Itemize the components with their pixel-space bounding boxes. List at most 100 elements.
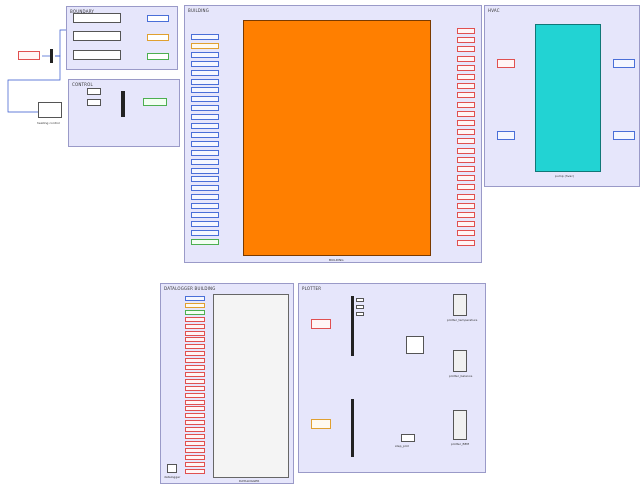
from-block[interactable] bbox=[191, 34, 219, 40]
from-block[interactable] bbox=[185, 371, 205, 377]
from-block[interactable] bbox=[185, 316, 205, 322]
from-block[interactable] bbox=[497, 59, 515, 68]
subsystem-building[interactable]: BUILDING BUILDING bbox=[184, 5, 482, 263]
from-block[interactable] bbox=[311, 419, 331, 429]
boundary-block-3[interactable] bbox=[73, 50, 121, 60]
from-block[interactable] bbox=[191, 185, 219, 192]
goto-block[interactable] bbox=[457, 110, 475, 117]
goto-block[interactable] bbox=[457, 193, 475, 200]
from-block[interactable] bbox=[185, 440, 205, 446]
goto-block[interactable] bbox=[457, 64, 475, 71]
from-block[interactable] bbox=[185, 399, 205, 405]
selector-block[interactable] bbox=[356, 305, 364, 309]
from-block[interactable] bbox=[185, 344, 205, 350]
goto-block[interactable] bbox=[147, 34, 169, 41]
from-block[interactable] bbox=[185, 323, 205, 329]
from-block[interactable] bbox=[191, 87, 219, 94]
boundary-block-2[interactable] bbox=[73, 31, 121, 41]
from-block[interactable] bbox=[191, 131, 219, 138]
from-block[interactable] bbox=[185, 337, 205, 343]
selector-block[interactable] bbox=[356, 298, 364, 302]
subsystem-boundary[interactable]: BOUNDARY bbox=[66, 6, 178, 70]
from-block[interactable] bbox=[185, 296, 205, 301]
from-block[interactable] bbox=[185, 365, 205, 370]
from-block[interactable] bbox=[191, 140, 219, 147]
from-block[interactable] bbox=[191, 51, 219, 58]
goto-block[interactable] bbox=[457, 46, 475, 53]
from-block[interactable] bbox=[191, 69, 219, 76]
goto-block[interactable] bbox=[457, 230, 475, 237]
goto-block[interactable] bbox=[457, 138, 475, 145]
goto-block[interactable] bbox=[457, 184, 475, 191]
goto-block[interactable] bbox=[613, 59, 635, 68]
scope-bem[interactable] bbox=[453, 410, 467, 440]
from-block[interactable] bbox=[185, 309, 205, 315]
goto-block[interactable] bbox=[613, 131, 635, 140]
heating-control-block[interactable] bbox=[38, 102, 62, 118]
goto-block[interactable] bbox=[457, 166, 475, 172]
goto-block[interactable] bbox=[457, 74, 475, 80]
from-block[interactable] bbox=[191, 114, 219, 121]
datalogger-block[interactable] bbox=[213, 294, 289, 478]
goto-block[interactable] bbox=[457, 147, 475, 154]
goto-block[interactable] bbox=[457, 239, 475, 246]
sum-block[interactable] bbox=[406, 336, 424, 354]
from-block[interactable] bbox=[191, 158, 219, 165]
scope-balance[interactable] bbox=[453, 350, 467, 372]
boundary-block-1[interactable] bbox=[73, 13, 121, 23]
from-block[interactable] bbox=[185, 427, 205, 433]
from-block[interactable] bbox=[191, 176, 219, 183]
scope-temperature[interactable] bbox=[453, 294, 467, 316]
from-block[interactable] bbox=[185, 358, 205, 364]
constant-block[interactable] bbox=[87, 99, 101, 106]
hvac-block[interactable] bbox=[535, 24, 601, 172]
demux-bar[interactable] bbox=[351, 399, 354, 457]
demux-bar[interactable] bbox=[351, 296, 354, 356]
from-block[interactable] bbox=[191, 78, 219, 85]
goto-block[interactable] bbox=[457, 92, 475, 99]
goto-block[interactable] bbox=[457, 221, 475, 228]
from-block[interactable] bbox=[311, 319, 331, 329]
from-block[interactable] bbox=[185, 330, 205, 336]
from-block[interactable] bbox=[185, 434, 205, 439]
from-block[interactable] bbox=[191, 105, 219, 112]
from-block[interactable] bbox=[185, 406, 205, 412]
from-block[interactable] bbox=[185, 420, 205, 426]
goto-block[interactable] bbox=[457, 202, 475, 209]
mux-bar[interactable] bbox=[121, 91, 125, 117]
goto-block[interactable] bbox=[147, 15, 169, 22]
from-block[interactable] bbox=[191, 60, 219, 67]
goto-block[interactable] bbox=[457, 37, 475, 44]
from-block[interactable] bbox=[185, 351, 205, 357]
from-block[interactable] bbox=[497, 131, 515, 140]
goto-block[interactable] bbox=[457, 28, 475, 34]
goto-block[interactable] bbox=[457, 83, 475, 90]
from-block[interactable] bbox=[185, 392, 205, 398]
subsystem-hvac[interactable]: HVAC pump (hvac) bbox=[484, 5, 640, 187]
from-block[interactable] bbox=[191, 123, 219, 129]
from-block[interactable] bbox=[191, 194, 219, 201]
goto-left-block[interactable] bbox=[18, 51, 40, 60]
from-block[interactable] bbox=[185, 302, 205, 308]
from-block[interactable] bbox=[191, 149, 219, 156]
from-block[interactable] bbox=[191, 96, 219, 103]
subsystem-plotter[interactable]: PLOTTER plotter_temperature plotter_bala… bbox=[298, 283, 486, 473]
step-block[interactable] bbox=[401, 434, 415, 442]
subsystem-control[interactable]: CONTROL bbox=[68, 79, 180, 147]
from-block[interactable] bbox=[191, 167, 219, 174]
mux-bar[interactable] bbox=[50, 49, 53, 63]
from-block[interactable] bbox=[191, 238, 219, 245]
goto-block[interactable] bbox=[457, 55, 475, 62]
from-block[interactable] bbox=[191, 203, 219, 210]
goto-block[interactable] bbox=[147, 53, 169, 60]
from-block[interactable] bbox=[185, 447, 205, 453]
goto-block[interactable] bbox=[457, 175, 475, 182]
from-block[interactable] bbox=[185, 454, 205, 460]
from-block[interactable] bbox=[185, 468, 205, 474]
goto-block[interactable] bbox=[457, 129, 475, 136]
from-block[interactable] bbox=[185, 378, 205, 384]
from-block[interactable] bbox=[185, 461, 205, 467]
from-block[interactable] bbox=[191, 229, 219, 236]
from-block[interactable] bbox=[185, 413, 205, 419]
goto-block[interactable] bbox=[457, 101, 475, 108]
